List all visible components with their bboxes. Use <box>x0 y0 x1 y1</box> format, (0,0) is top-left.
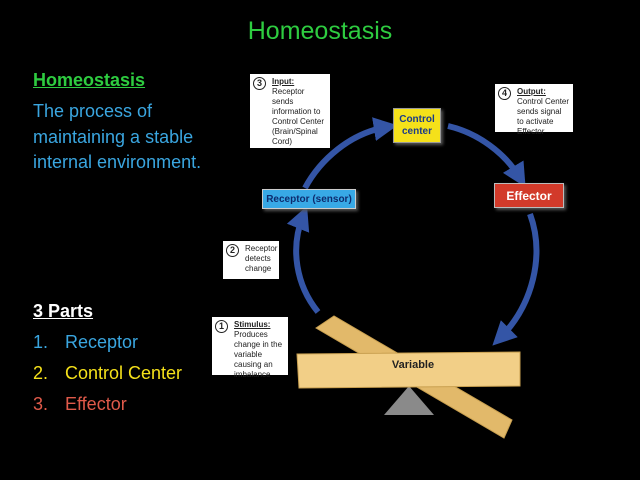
callout-output: 4 Output: Control Center sends signal to… <box>495 84 573 136</box>
effector-box: Effector <box>494 183 564 208</box>
arrow-effector-to-variable <box>492 212 540 346</box>
callout-heading: Input: <box>272 77 295 86</box>
arrow-variable-to-receptor <box>286 205 321 314</box>
parts-list: 1. Receptor 2. Control Center 3. Effector <box>33 331 182 424</box>
part-item-receptor: 1. Receptor <box>33 331 182 362</box>
callout-receptor-detects: 2 Receptor detects change <box>223 241 279 279</box>
step-number: 4 <box>498 87 511 100</box>
part-item-control-center: 2. Control Center <box>33 362 182 393</box>
control-center-box: Control center <box>393 108 441 143</box>
part-number: 2. <box>33 363 49 383</box>
level-plank <box>296 351 521 389</box>
step-number: 2 <box>226 244 239 257</box>
fulcrum <box>384 386 434 415</box>
part-label: Receptor <box>65 332 139 352</box>
callout-text: Receptor detects change <box>245 244 278 273</box>
arrow-control-to-effector <box>447 123 526 188</box>
part-item-effector: 3. Effector <box>33 393 182 424</box>
callout-heading: Output: <box>517 87 546 96</box>
callout-heading: Stimulus: <box>234 320 271 329</box>
arrow-receptor-to-control <box>302 117 398 190</box>
callout-stimulus: 1 Stimulus: Produces change in the varia… <box>212 317 288 379</box>
callout-text: Produces change in the variable causing … <box>234 330 283 379</box>
receptor-box: Receptor (sensor) <box>262 189 356 209</box>
step-number: 3 <box>253 77 266 90</box>
page-title: Homeostasis <box>247 17 393 45</box>
part-number: 1. <box>33 332 49 352</box>
definition-heading: Homeostasis <box>33 70 146 90</box>
part-label: Control Center <box>65 363 183 383</box>
part-number: 3. <box>33 394 49 414</box>
step-number: 1 <box>215 320 228 333</box>
part-label: Effector <box>65 394 127 414</box>
definition-text: The process of maintaining a stable inte… <box>33 101 202 172</box>
parts-heading: 3 Parts <box>33 301 94 321</box>
callout-text: Receptor sends information to Control Ce… <box>272 87 325 146</box>
callout-text: Control Center sends signal to activate … <box>517 97 570 136</box>
variable-label: Variable <box>391 359 435 371</box>
callout-input: 3 Input: Receptor sends information to C… <box>250 74 330 148</box>
